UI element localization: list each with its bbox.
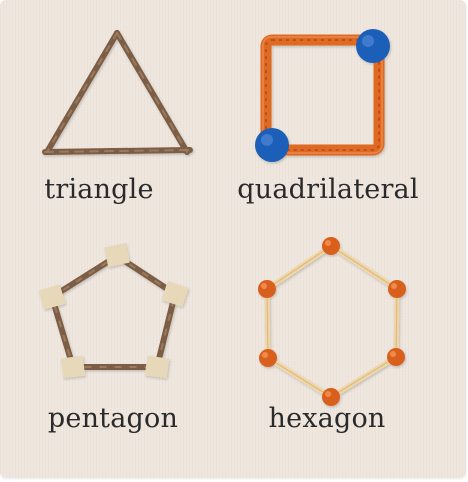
triangle-label: triangle: [44, 174, 154, 205]
tape-left: [38, 284, 66, 310]
triangle-shape: [42, 30, 193, 155]
knot-upper-left: [258, 280, 276, 298]
pin-top-right: [356, 29, 390, 63]
pin-bottom-left: [255, 128, 289, 162]
tape-bottom-left: [61, 355, 85, 379]
hexagon-matchsticks: [264, 243, 400, 400]
quadrilateral-label: quadrilateral: [237, 174, 419, 205]
pentagon-twigs: [49, 253, 178, 370]
knot-top: [322, 237, 340, 255]
knot-lower-left: [259, 349, 277, 367]
triangle-twig-left: [44, 30, 120, 155]
knot-lower-right: [387, 348, 405, 366]
tape-top: [104, 242, 130, 268]
triangle-twig-right: [114, 30, 190, 155]
knot-upper-right: [388, 280, 406, 298]
tape-bottom-right: [144, 355, 170, 379]
tape-right: [161, 281, 189, 307]
pentagon-shape: [38, 242, 189, 379]
hexagon-shape: [258, 237, 406, 406]
pentagon-label: pentagon: [47, 403, 179, 434]
hexagon-label: hexagon: [268, 403, 386, 434]
quadrilateral-shape: [255, 29, 390, 162]
